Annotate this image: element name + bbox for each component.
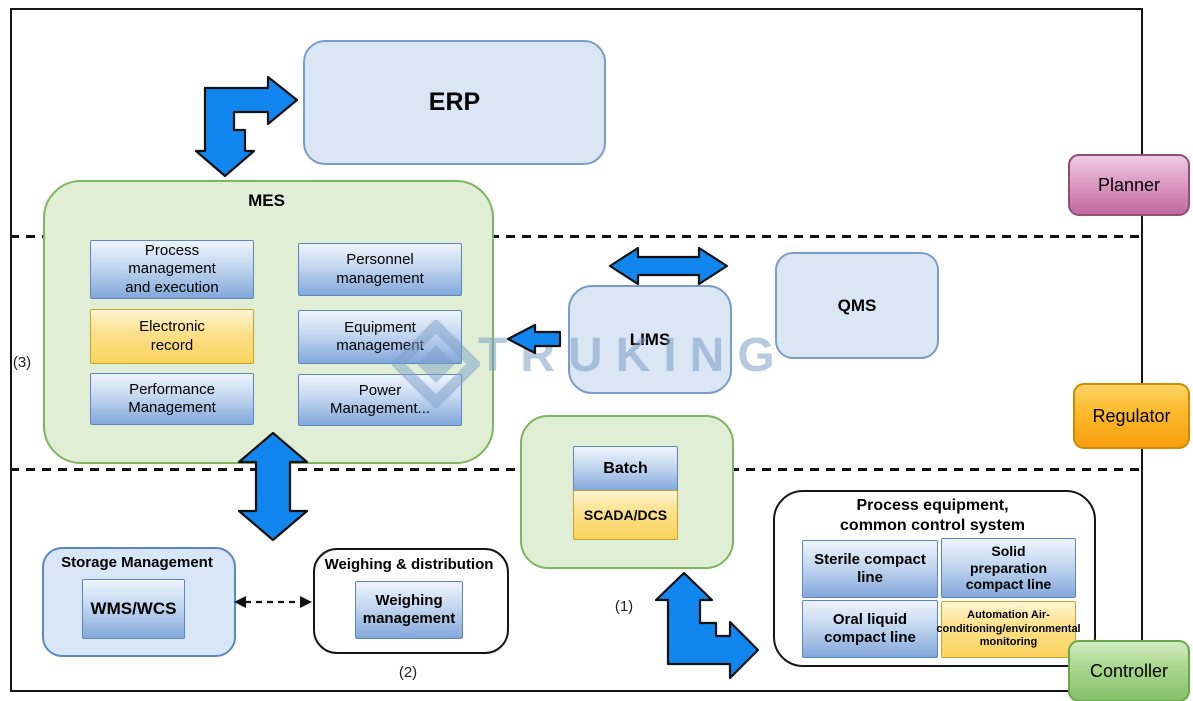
storage-title: Storage Management (61, 553, 213, 571)
annotation-3: (3) (12, 353, 32, 371)
role-planner: Planner (1068, 154, 1190, 216)
wms-wcs-box: WMS/WCS (82, 579, 185, 639)
lims-mes-arrow (506, 323, 562, 355)
process-equipment-title: Process equipment, common control system (840, 497, 1025, 534)
mes-item-process-management: Process management and execution (90, 240, 254, 299)
role-regulator: Regulator (1073, 383, 1190, 449)
mes-item-equipment-management: Equipment management (298, 310, 462, 364)
pe-item-automation-hvac: Automation Air- conditioning/environment… (936, 601, 1081, 658)
mes-item-personnel-management: Personnel management (298, 243, 462, 296)
mes-title: MES (248, 191, 285, 210)
lims-label: LIMS (629, 329, 671, 349)
role-controller: Controller (1068, 640, 1190, 701)
scada-dcs-box: SCADA/DCS (573, 490, 678, 540)
mes-item-power-management: Power Management... (298, 374, 462, 426)
mes-item-performance-management: Performance Management (90, 373, 254, 425)
erp-mes-bent-arrow (194, 75, 299, 178)
pe-item-oral-liquid: Oral liquid compact line (802, 600, 938, 658)
weighing-title: Weighing & distribution (324, 555, 494, 573)
mes-item-electronic-record: Electronic record (90, 309, 254, 364)
erp-label: ERP (428, 88, 481, 116)
scada-equipment-bent-arrow (654, 571, 760, 680)
tier-divider-top (10, 235, 1139, 238)
annotation-2: (2) (398, 663, 418, 681)
erp-box: ERP (303, 40, 606, 165)
qms-box: QMS (775, 252, 939, 359)
qms-label: QMS (837, 295, 877, 315)
storage-weighing-dashed-arrow (234, 596, 312, 608)
annotation-1: (1) (614, 597, 634, 615)
mes-field-double-arrow (237, 431, 309, 542)
batch-box: Batch (573, 446, 678, 492)
lims-box: LIMS (568, 285, 732, 394)
pe-item-sterile-compact-line: Sterile compact line (802, 540, 938, 598)
lims-qms-double-arrow (608, 246, 729, 286)
pe-item-solid-preparation: Solid preparation compact line (941, 538, 1076, 598)
outer-border (10, 8, 1143, 692)
weighing-management-box: Weighing management (355, 581, 463, 639)
